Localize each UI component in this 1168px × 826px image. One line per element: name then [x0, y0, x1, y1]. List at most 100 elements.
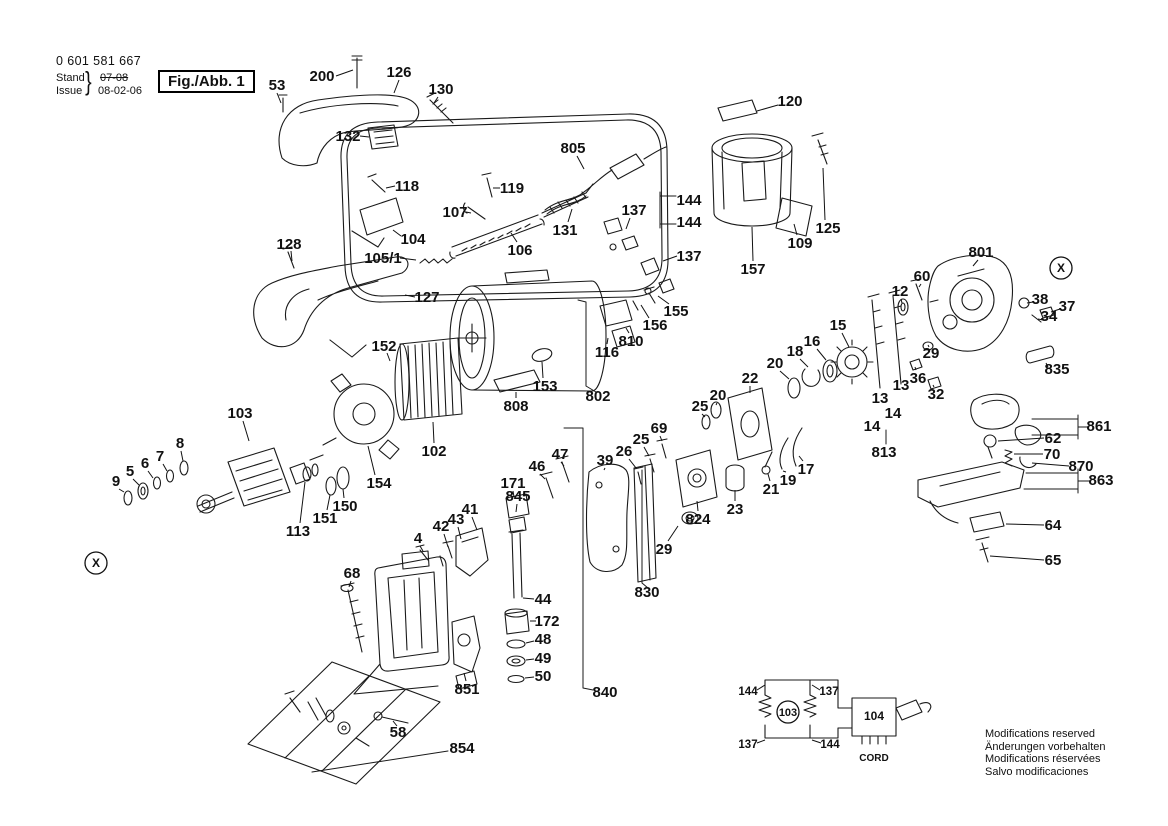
label-plate-drawing [717, 99, 813, 237]
callout-810: 810 [618, 333, 643, 350]
callout-CORD: CORD [859, 753, 888, 764]
screw-drawing [340, 582, 365, 653]
callout-38: 38 [1032, 291, 1049, 308]
callout-18: 18 [787, 343, 804, 360]
leader-line [659, 435, 663, 442]
lever-drawing [764, 427, 803, 470]
callout-835: 835 [1044, 361, 1069, 378]
leader-line [567, 208, 573, 223]
leader-line [1037, 318, 1044, 321]
callout-144: 144 [738, 686, 758, 698]
foot-plate-drawing [917, 461, 1025, 524]
leader-line [162, 463, 168, 472]
leader-line [276, 92, 282, 104]
callout-824: 824 [685, 511, 711, 528]
callout-53: 53 [269, 77, 286, 94]
leader-line [701, 413, 706, 418]
figure-label: Fig./Abb. 1 [158, 70, 255, 93]
callout-172: 172 [534, 613, 559, 630]
callout-34: 34 [1041, 308, 1058, 325]
handle-assembly-drawing [278, 55, 454, 167]
callout-20: 20 [767, 355, 784, 372]
leader-line [756, 739, 766, 744]
plate-drawing [633, 463, 657, 583]
leader-line [335, 69, 354, 77]
callout-43: 43 [448, 511, 465, 528]
callout-155: 155 [663, 303, 688, 320]
callout-65: 65 [1045, 552, 1062, 569]
callout-103: 103 [779, 707, 797, 719]
callout-118: 118 [395, 178, 419, 195]
new-revision-date: 08-02-06 [98, 85, 143, 97]
left-housing-drawing [253, 246, 409, 358]
callout-144: 144 [676, 214, 702, 231]
footer-line: Änderungen vorbehalten [985, 740, 1106, 753]
callout-113: 113 [286, 523, 310, 540]
motor-housing-drawing [449, 269, 607, 393]
leader-line [751, 226, 754, 262]
leader-line [927, 344, 930, 348]
callout-126: 126 [386, 64, 411, 81]
leader-line [147, 470, 154, 479]
leader-line [811, 739, 822, 744]
leader-line [457, 526, 462, 540]
callout-808: 808 [503, 398, 528, 415]
callout-137: 137 [621, 202, 646, 219]
leader-line [541, 361, 544, 379]
vent-plate-drawing [367, 124, 399, 150]
leader-line [118, 488, 125, 493]
leader-line [657, 295, 670, 305]
leader-line [625, 327, 630, 334]
callout-39: 39 [597, 452, 614, 469]
modifications-note: Modifications reserved Änderungen vorbeh… [985, 728, 1105, 778]
callout-5: 5 [126, 463, 134, 480]
callout-62: 62 [1045, 430, 1062, 447]
callout-128: 128 [276, 236, 301, 253]
leader-line [132, 478, 140, 486]
leader-line [348, 580, 352, 588]
leader-line [606, 337, 609, 345]
leader-line [515, 503, 518, 513]
leader-line [342, 488, 345, 499]
old-revision-date: 07-08 [100, 72, 129, 84]
callout-116: 116 [595, 344, 619, 361]
leader-line [640, 304, 650, 319]
leader-line [290, 250, 293, 262]
callout-119: 119 [500, 180, 524, 197]
callout-23: 23 [727, 501, 744, 518]
callout-130: 130 [428, 81, 453, 98]
cord-leads [861, 699, 932, 745]
leader-line [522, 597, 535, 600]
footer-line: Modifications réservées [985, 753, 1101, 765]
washer-set-drawing [123, 460, 189, 506]
callout-X: X [92, 556, 100, 570]
callout-851: 851 [454, 681, 479, 698]
callout-137: 137 [819, 686, 838, 698]
part-number: 0 601 581 667 [56, 54, 142, 68]
callout-127: 127 [414, 289, 439, 306]
callout-69: 69 [651, 420, 668, 437]
callout-870: 870 [1068, 458, 1093, 475]
callout-13: 13 [872, 390, 889, 407]
base-plate-drawing [917, 393, 1042, 563]
roller-drawing [1025, 345, 1055, 364]
callout-6: 6 [141, 455, 149, 472]
cord-loop-drawing [340, 113, 669, 303]
component-box [851, 697, 897, 737]
callout-152: 152 [371, 338, 396, 355]
revision-brace: } [85, 66, 92, 96]
switch-parts-drawing [351, 172, 675, 348]
issue-label: Issue [56, 85, 83, 97]
leader-line [386, 352, 391, 362]
leader-line [180, 450, 184, 462]
callout-68: 68 [344, 565, 361, 582]
leader-line [822, 167, 826, 221]
screw-drawing [278, 55, 454, 124]
leader-line [1005, 523, 1045, 526]
guard-drawing [970, 393, 1042, 446]
artwork [123, 55, 1091, 785]
circuit-wires [764, 679, 853, 739]
callout-854: 854 [449, 740, 475, 757]
leader-line [932, 384, 935, 388]
